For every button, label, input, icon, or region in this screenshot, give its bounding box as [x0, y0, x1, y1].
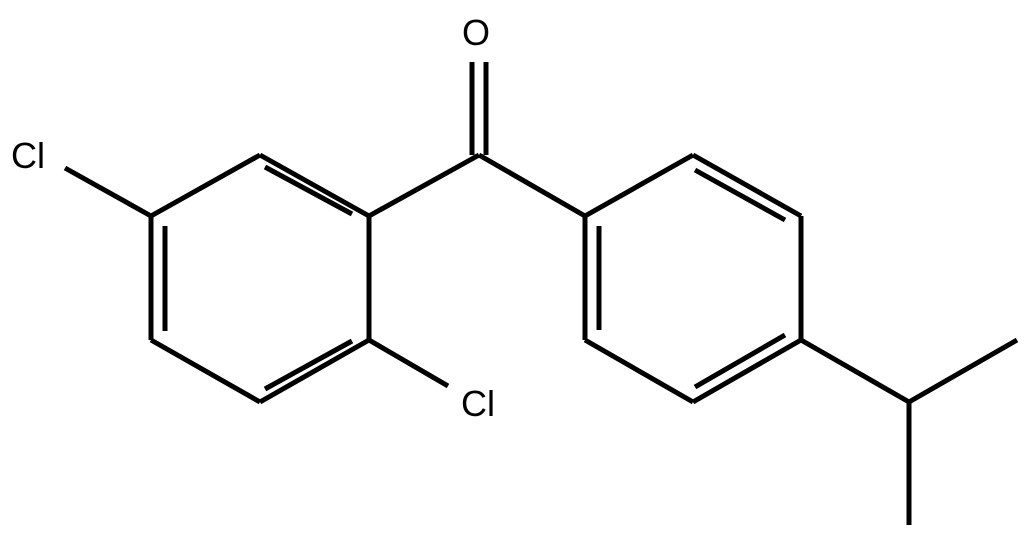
left-benzene-ring [148, 152, 372, 405]
left-ring-bond-2 [149, 152, 262, 219]
left-ring-bond-1 [258, 152, 371, 219]
bond-cl-ortho [367, 337, 450, 389]
bond-cl-meta [63, 165, 153, 219]
right-benzene-ring [582, 152, 804, 405]
right-ring-bond-5 [583, 337, 695, 405]
bond-carbonyl-left-ring [367, 152, 481, 219]
right-ring-bond-4 [691, 337, 803, 405]
chlorine-ortho-label: Cl [461, 383, 495, 424]
bond-isopropyl-methyl-1 [907, 337, 1019, 405]
right-ring-bond-2 [691, 152, 803, 219]
chlorine-meta-label: Cl [11, 135, 45, 176]
left-ring-inner-bond-1 [263, 164, 354, 217]
bond-ring-to-isopropyl [799, 337, 911, 405]
isopropyl-group [799, 337, 1019, 525]
right-ring-inner-bond-2 [693, 332, 787, 390]
left-ring-bond-4 [149, 337, 262, 405]
bond-carbonyl-right-ring [477, 152, 587, 219]
left-ring-bond-5 [258, 337, 371, 405]
carbonyl-bond [469, 62, 489, 155]
right-ring-inner-bond-1 [693, 167, 787, 223]
right-ring-bond-1 [583, 152, 695, 219]
left-ring-inner-bond-3 [263, 338, 354, 392]
oxygen-label: O [462, 12, 490, 53]
